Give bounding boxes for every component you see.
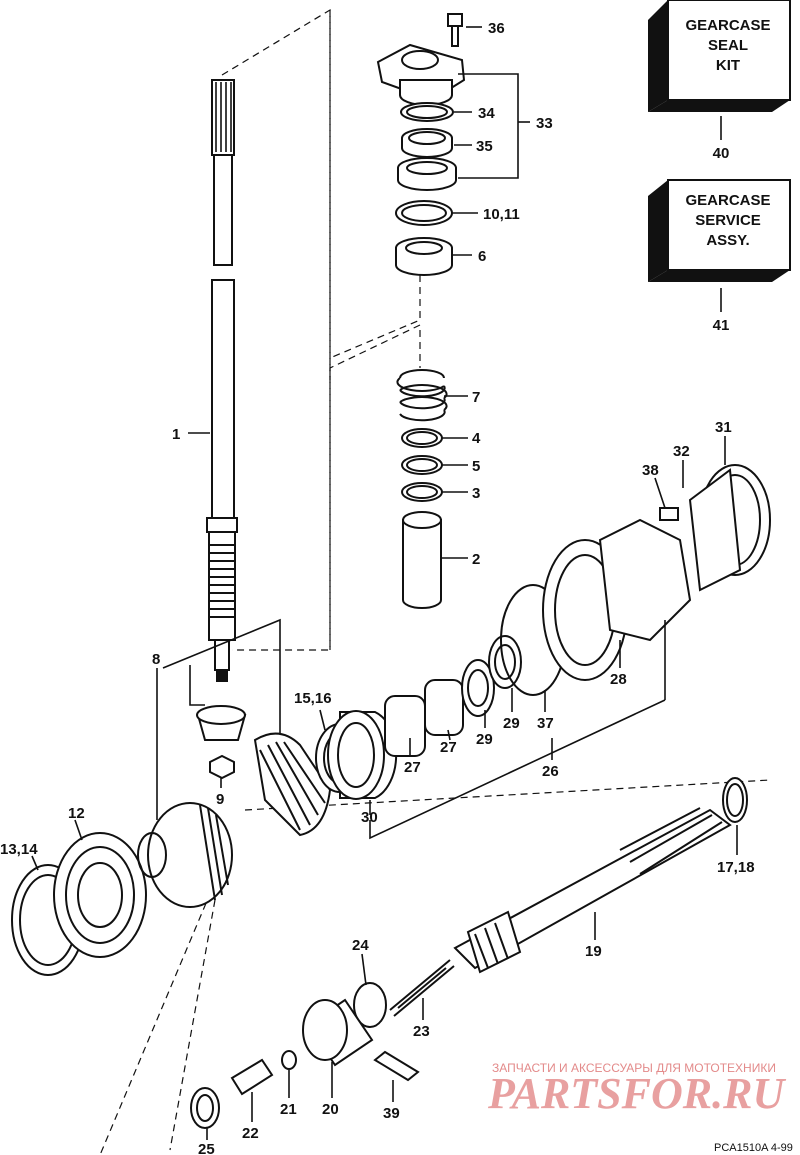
callout-32: 32 — [673, 443, 690, 460]
callout-3: 3 — [472, 485, 480, 502]
callout-38: 38 — [642, 462, 659, 479]
callout-7: 7 — [472, 389, 480, 406]
callout-4: 4 — [472, 430, 481, 447]
service-assy-line-2: SERVICE — [695, 212, 761, 229]
callout-36: 36 — [488, 20, 505, 37]
callout-29-a: 29 — [476, 731, 493, 748]
callout-10-11: 10,11 — [483, 206, 520, 223]
callout-40: 40 — [713, 145, 730, 162]
callout-39: 39 — [383, 1105, 400, 1122]
callout-29-b: 29 — [503, 715, 520, 732]
callout-37: 37 — [537, 715, 554, 732]
middle-stack — [396, 369, 448, 609]
driveshaft-part — [206, 79, 238, 682]
service-assy-line-1: GEARCASE — [685, 192, 770, 209]
leader-lines — [31, 26, 738, 1140]
callout-6: 6 — [478, 248, 486, 265]
callout-13-14: 13,14 — [0, 841, 38, 858]
service-assy-line-3: ASSY. — [706, 232, 749, 249]
callout-35: 35 — [476, 138, 493, 155]
callout-34: 34 — [478, 105, 495, 122]
callout-20: 20 — [322, 1101, 339, 1118]
reverse-gear-group — [11, 802, 233, 976]
callout-24: 24 — [352, 937, 369, 954]
callout-1: 1 — [172, 426, 180, 443]
callout-33: 33 — [536, 115, 553, 132]
callout-27-a: 27 — [404, 759, 421, 776]
seal-kit-line-2: SEAL — [708, 37, 748, 54]
callout-25: 25 — [198, 1141, 215, 1155]
callout-27-b: 27 — [440, 739, 457, 756]
gearcase-seal-kit-box: GEARCASE SEAL KIT — [648, 0, 791, 112]
callout-2: 2 — [472, 551, 480, 568]
watermark-logo-text: PARTSFOR.RU — [487, 1069, 786, 1118]
callout-22: 22 — [242, 1125, 259, 1142]
callout-28: 28 — [610, 671, 627, 688]
pinion-group — [156, 618, 281, 820]
callout-5: 5 — [472, 458, 480, 475]
bearing-group — [315, 635, 522, 800]
callout-15-16: 15,16 — [294, 690, 332, 707]
callout-31: 31 — [715, 419, 732, 436]
callout-9: 9 — [216, 791, 224, 808]
watermark-tagline: ЗАПЧАСТИ И АКСЕССУАРЫ ДЛЯ МОТОТЕХНИКИ — [492, 1061, 776, 1075]
figure-code: PCA1510A 4-99 — [714, 1142, 793, 1154]
callout-26: 26 — [542, 763, 559, 780]
callout-12: 12 — [68, 805, 85, 822]
gearcase-service-assy-box: GEARCASE SERVICE ASSY. — [648, 179, 791, 282]
callout-30: 30 — [361, 809, 378, 826]
propeller-shaft — [453, 777, 748, 974]
clutch-group — [190, 959, 455, 1129]
callout-17-18: 17,18 — [717, 859, 755, 876]
callout-21: 21 — [280, 1101, 297, 1118]
bearing-carrier-group — [500, 464, 771, 696]
callout-8: 8 — [152, 651, 160, 668]
seal-kit-line-3: KIT — [716, 57, 740, 74]
dashed-guide-lines — [99, 8, 771, 1155]
seal-kit-line-1: GEARCASE — [685, 17, 770, 34]
upper-bearing-stack — [376, 13, 466, 276]
callout-41: 41 — [713, 317, 730, 334]
callout-23: 23 — [413, 1023, 430, 1040]
callout-19: 19 — [585, 943, 602, 960]
